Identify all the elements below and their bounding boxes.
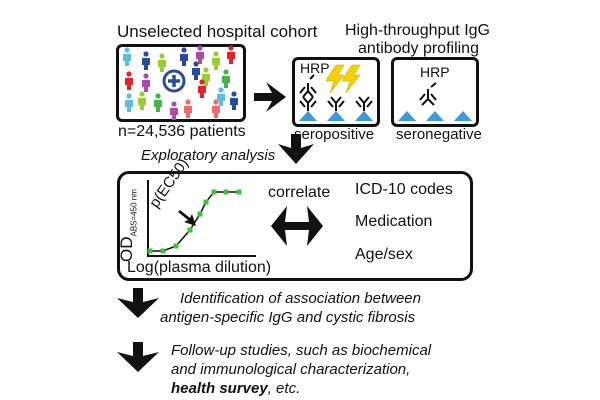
patient-count: n=24,536 patients [118,123,246,140]
antigen-icon [426,111,444,121]
double-arrow-icon [271,206,323,246]
dose-response-curve [147,180,256,257]
person-icon [222,69,230,88]
correlate-label: correlate [268,184,331,201]
down-arrow-icon [117,288,159,318]
antigen-icon [327,111,345,121]
person-icon [158,53,166,72]
person-icon [142,73,150,92]
antigen-icon [398,111,416,121]
step2-line2: and immunological characterization, [171,361,411,378]
seronegative-illustration [398,82,472,121]
person-icon [212,51,220,70]
exploratory-label: Exploratory analysis [141,147,276,164]
step1-line1: Identification of association between [180,290,421,307]
profiling-title-line2: antibody profiling [358,40,479,57]
data-point [223,189,229,195]
antigen-icon [355,111,373,121]
y-axis-label: ODABS=450 nm [117,189,138,262]
person-icon [184,99,192,118]
data-point [211,189,217,195]
x-axis-label: Log(plasma dilution) [127,259,272,276]
person-icon [217,87,225,106]
data-point [187,227,193,233]
step2-line3: health survey, etc. [171,380,300,397]
bound-antibody-icon [355,96,373,111]
bound-antibody-icon [299,96,317,111]
data-point [203,199,209,205]
down-arrow-icon [278,134,314,164]
seronegative-label: seronegative [396,126,482,143]
person-icon [196,45,204,64]
variable-medication: Medication [355,213,433,230]
lightning-icon [325,64,361,94]
cohort-title: Unselected hospital cohort [117,22,318,41]
seronegative-enzyme-label: HRP [420,64,450,80]
person-icon [212,99,220,118]
antigen-icon [299,111,317,121]
y-axis-label-sub: ABS=450 nm [129,189,139,237]
profiling-title-line1: High-throughput IgG [345,22,490,39]
person-icon [154,93,162,112]
variable-age-sex: Age/sex [355,246,413,263]
health-survey-emphasis: health survey [171,380,268,397]
antigen-icon [454,111,472,121]
data-point [147,248,153,254]
down-arrow-icon [117,342,159,372]
person-icon [230,91,238,110]
step1-line2: antigen-specific IgG and cystic fibrosis [160,309,416,326]
person-icon [192,61,200,80]
antibody-icon [299,83,317,98]
variable-icd10: ICD-10 codes [355,181,453,198]
person-icon [142,51,150,70]
right-arrow-icon [254,82,286,112]
free-antibody-icon [419,89,437,106]
step2-line3-rest: , etc. [267,380,301,397]
person-icon [170,101,178,120]
ec50-arrow-icon [178,210,196,226]
person-icon [125,93,133,112]
person-icon [198,79,206,98]
data-point [236,189,242,195]
plus-circle-icon [162,69,186,93]
seropositive-enzyme-label: HRP [300,60,330,76]
seropositive-label: seropositive [294,126,375,143]
bound-antibody-icon [327,96,345,111]
data-point [173,243,179,249]
person-icon [123,47,131,66]
person-icon [180,47,188,66]
data-point [197,211,203,217]
person-icon [138,91,146,110]
step2-line1: Follow-up studies, such as biochemical [171,342,432,359]
data-point [160,248,166,254]
person-icon [125,71,133,90]
patient-figures [123,45,238,120]
person-icon [227,45,235,64]
seropositive-illustration [299,64,373,121]
